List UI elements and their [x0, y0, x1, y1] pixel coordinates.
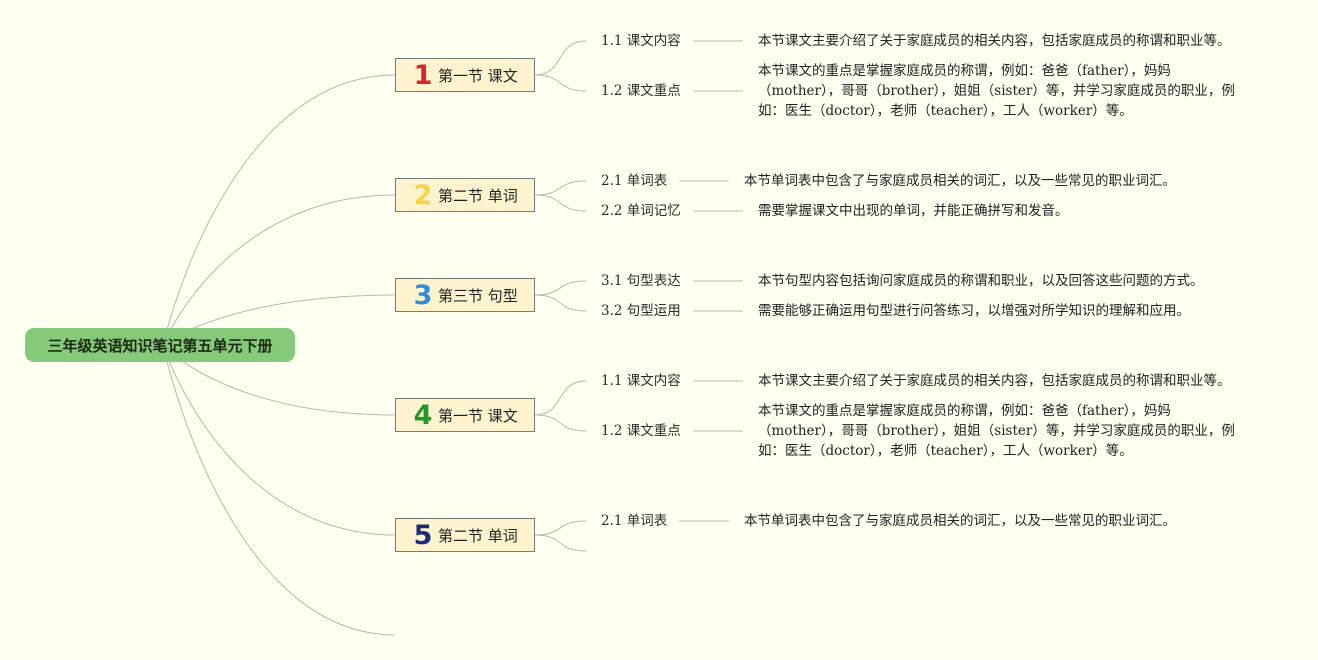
description-1-2[interactable]: 本节课文的重点是掌握家庭成员的称谓，例如：爸爸（father），妈妈（mothe…	[758, 63, 1235, 119]
section-node-3[interactable]: 3 第三节 句型	[395, 278, 535, 312]
section-title: 第一节 课文	[438, 66, 518, 85]
number-4-icon: 4	[413, 399, 433, 431]
section-branch-line	[534, 280, 587, 296]
section-title: 第一节 课文	[438, 406, 518, 425]
number-2-icon: 2	[413, 179, 433, 211]
section-branch-line	[534, 180, 587, 196]
description-3-1[interactable]: 本节句型内容包括询问家庭成员的称谓和职业，以及回答这些问题的方式。	[758, 273, 1204, 289]
number-1-icon: 1	[413, 59, 433, 91]
number-3-icon: 3	[413, 279, 433, 311]
section-branch-line	[534, 40, 587, 76]
section-branch-line	[534, 520, 587, 536]
subtopic-4-1[interactable]: 1.1 课文内容	[601, 373, 681, 389]
description-4-2[interactable]: 本节课文的重点是掌握家庭成员的称谓，例如：爸爸（father），妈妈（mothe…	[758, 403, 1235, 459]
section-node-2[interactable]: 2 第二节 单词	[395, 178, 535, 212]
section-title: 第二节 单词	[438, 186, 518, 205]
section-branch-line	[534, 380, 587, 416]
section-node-1[interactable]: 1 第一节 课文	[395, 58, 535, 92]
subtopic-2-1[interactable]: 2.1 单词表	[601, 173, 668, 189]
subtopic-2-2[interactable]: 2.2 单词记忆	[601, 203, 681, 219]
subtopic-4-2[interactable]: 1.2 课文重点	[601, 423, 681, 439]
root-branch-line	[162, 194, 396, 346]
description-2-1[interactable]: 本节单词表中包含了与家庭成员相关的词汇，以及一些常见的职业词汇。	[744, 173, 1176, 189]
section-branch-line	[534, 194, 587, 212]
root-branch-line	[162, 344, 396, 536]
subtopic-5-1[interactable]: 2.1 单词表	[601, 513, 668, 529]
description-5-1[interactable]: 本节单词表中包含了与家庭成员相关的词汇，以及一些常见的职业词汇。	[744, 513, 1176, 529]
root-branch-line	[162, 344, 396, 636]
section-node-4[interactable]: 4 第一节 课文	[395, 398, 535, 432]
subtopic-1-1[interactable]: 1.1 课文内容	[601, 33, 681, 49]
subtopic-3-2[interactable]: 3.2 句型运用	[601, 303, 681, 319]
root-topic[interactable]: 三年级英语知识笔记第五单元下册	[25, 328, 295, 362]
subtopic-1-2[interactable]: 1.2 课文重点	[601, 83, 681, 99]
description-3-2[interactable]: 需要能够正确运用句型进行问答练习，以增强对所学知识的理解和应用。	[758, 303, 1190, 319]
section-branch-line	[534, 534, 587, 552]
section-branch-line	[534, 414, 587, 432]
section-branch-line	[534, 294, 587, 312]
root-branch-line	[162, 74, 396, 346]
subtopic-3-1[interactable]: 3.1 句型表达	[601, 273, 681, 289]
number-5-icon: 5	[413, 519, 433, 551]
section-node-5[interactable]: 5 第二节 单词	[395, 518, 535, 552]
section-title: 第三节 句型	[438, 286, 518, 305]
description-2-2[interactable]: 需要掌握课文中出现的单词，并能正确拼写和发音。	[758, 203, 1069, 219]
description-1-1[interactable]: 本节课文主要介绍了关于家庭成员的相关内容，包括家庭成员的称谓和职业等。	[758, 33, 1231, 49]
section-branch-line	[534, 74, 587, 92]
section-title: 第二节 单词	[438, 526, 518, 545]
description-4-1[interactable]: 本节课文主要介绍了关于家庭成员的相关内容，包括家庭成员的称谓和职业等。	[758, 373, 1231, 389]
